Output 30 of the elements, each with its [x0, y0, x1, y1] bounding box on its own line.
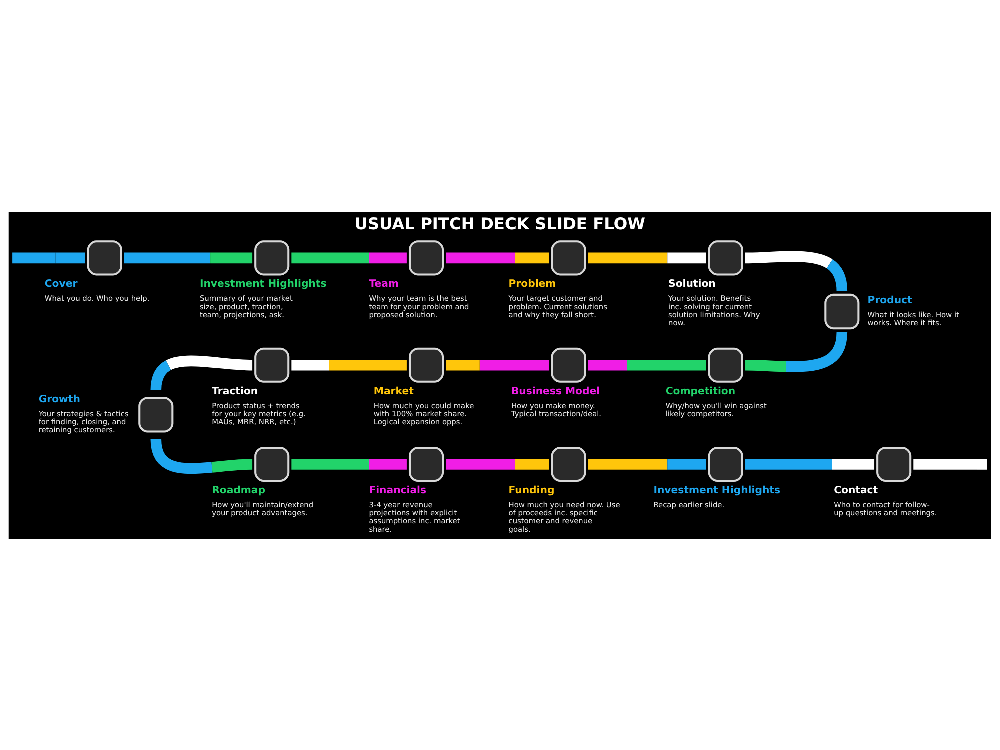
node-label: Roadmap: [212, 484, 266, 496]
node-label: Competition: [666, 386, 736, 397]
node-label: Team: [369, 278, 399, 290]
connector: [914, 458, 988, 470]
node-label: Financials: [369, 484, 427, 496]
connector: [588, 252, 706, 264]
node-label: Solution: [668, 278, 716, 290]
connector: [292, 360, 407, 370]
connector: [446, 252, 550, 264]
connector: [292, 252, 407, 264]
connector: [588, 458, 706, 470]
node-label: Growth: [38, 394, 80, 405]
connector: [446, 458, 550, 470]
node-label: Investment Highlights: [200, 278, 327, 290]
connector: [446, 360, 550, 370]
node-label: Contact: [834, 484, 878, 496]
diagram-title: USUAL PITCH DECK SLIDE FLOW: [354, 214, 646, 234]
node-label: Market: [374, 386, 414, 397]
connector: [745, 458, 875, 470]
node-label: Business Model: [511, 386, 600, 397]
connector: [12, 252, 86, 264]
node-label: Product: [868, 294, 912, 306]
node-label: Problem: [508, 278, 556, 290]
node-label: Funding: [508, 484, 555, 496]
connector: [292, 458, 407, 470]
node-label: Traction: [212, 386, 258, 397]
connector: [124, 252, 253, 264]
node-label: Cover: [44, 278, 78, 290]
connector: [588, 360, 706, 370]
node-label: Investment Highlights: [654, 484, 781, 496]
